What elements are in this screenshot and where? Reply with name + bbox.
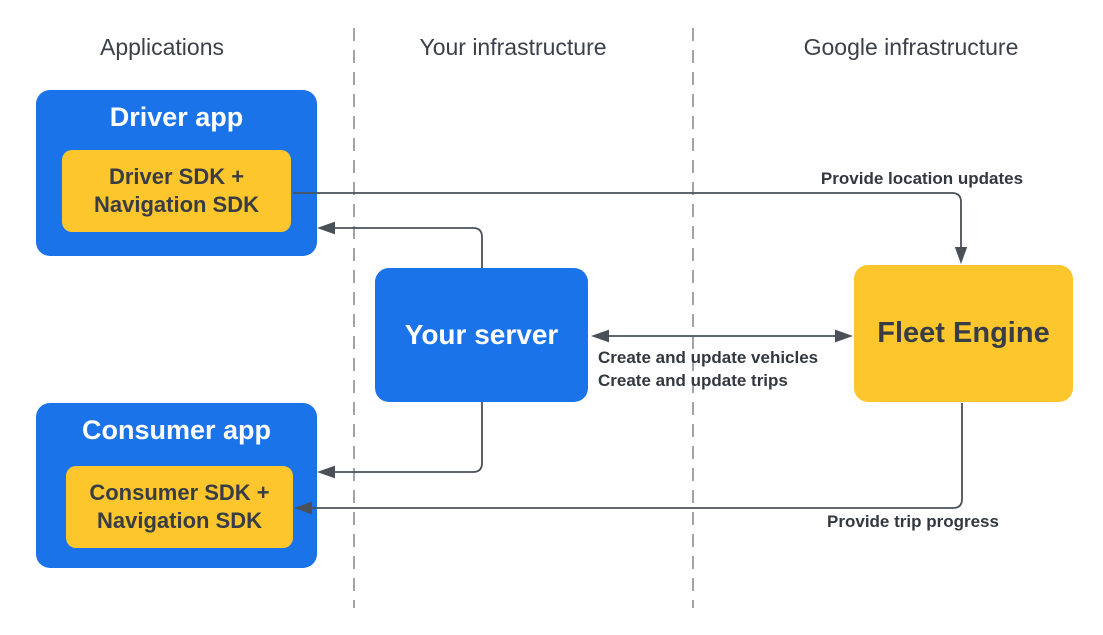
column-header-google-infrastructure: Google infrastructure — [803, 34, 1019, 60]
edge-server-to-consumer-arrowhead-left-icon — [317, 465, 335, 479]
edge-server-to-driver-line — [335, 227, 483, 268]
edge-server-to-driver-arrowhead-left-icon — [317, 221, 335, 235]
driver-sdk-label-line1: Driver SDK + — [108, 164, 245, 189]
edge-label-create-update: Create and update vehicles Create and up… — [598, 346, 818, 392]
consumer-app-box: Consumer app Consumer SDK + Navigation S… — [36, 403, 317, 568]
edge-server-fleet-arrowhead-left-icon — [591, 329, 609, 343]
edge-label-location-updates: Provide location updates — [820, 169, 1024, 188]
edge-server-to-consumer-line — [335, 402, 483, 473]
edge-label-create-update-trips: Create and update trips — [598, 371, 788, 390]
edge-label-create-update-vehicles: Create and update vehicles — [598, 348, 819, 367]
your-server-title: Your server — [404, 319, 559, 350]
edge-server-fleet-arrowhead-right-icon — [835, 329, 853, 343]
edge-location-updates-arrowhead-down-icon — [954, 247, 968, 264]
driver-sdk-label-line2: Navigation SDK — [93, 192, 260, 217]
driver-app-title: Driver app — [109, 102, 244, 132]
consumer-sdk-label-line1: Consumer SDK + — [89, 480, 270, 505]
fleet-engine-title: Fleet Engine — [877, 317, 1050, 349]
edge-trip-progress-line — [312, 403, 963, 509]
your-server-box: Your server — [375, 268, 588, 402]
edge-label-trip-progress: Provide trip progress — [827, 512, 999, 531]
fleet-engine-box: Fleet Engine — [854, 265, 1073, 402]
column-header-applications: Applications — [99, 34, 225, 60]
driver-app-box: Driver app Driver SDK + Navigation SDK — [36, 90, 317, 256]
driver-sdk-box: Driver SDK + Navigation SDK — [62, 150, 291, 232]
consumer-sdk-box: Consumer SDK + Navigation SDK — [66, 466, 293, 548]
consumer-sdk-label-line2: Navigation SDK — [96, 508, 263, 533]
edge-location-updates-line — [293, 192, 962, 247]
consumer-app-title: Consumer app — [81, 415, 272, 445]
column-header-your-infrastructure: Your infrastructure — [419, 34, 607, 60]
